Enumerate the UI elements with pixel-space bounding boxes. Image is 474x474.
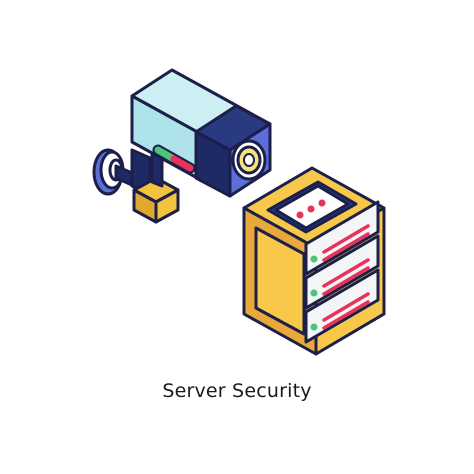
server-rack-icon: [242, 166, 386, 356]
camera-mount-cube: [132, 176, 180, 224]
server-drawer-2: [304, 234, 380, 310]
server-drawer-3: [304, 268, 380, 344]
camera-status-light: [152, 144, 196, 174]
camera-lens: [231, 139, 267, 181]
caption-text: Server Security: [162, 380, 312, 402]
security-camera-icon: [92, 68, 272, 224]
server-top-display: [266, 180, 358, 234]
server-drawer-1: [304, 200, 380, 276]
server-left-panel: [254, 226, 306, 336]
